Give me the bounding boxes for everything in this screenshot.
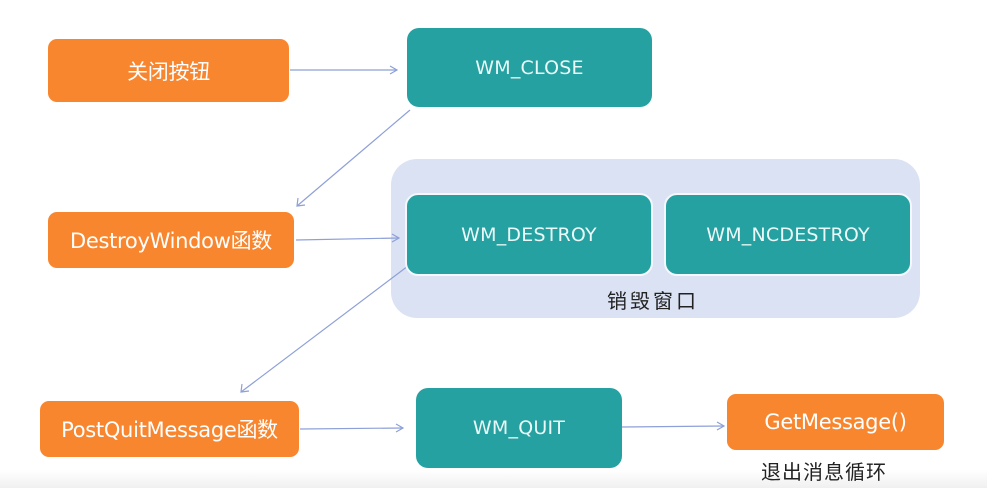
arrowhead [389, 65, 399, 75]
arrow-destroywindow-to-wm-destroy [295, 233, 401, 243]
arrow-wm-close-to-destroywindow [296, 109, 411, 207]
wm-ncdestroy-node: WM_NCDESTROY [664, 193, 912, 276]
arrow-line [240, 265, 409, 393]
close-button-node: 关闭按钮 [48, 39, 289, 102]
arrow-postquitmessage-to-wm-quit [299, 423, 405, 433]
arrow-wm-quit-to-getmessage [621, 421, 726, 431]
wm-quit-label: WM_QUIT [472, 417, 566, 439]
destroy-window-group-label: 销毁窗口 [607, 289, 699, 313]
wm-ncdestroy-label: WM_NCDESTROY [706, 223, 870, 246]
destroy-window-node: DestroyWindow函数 [48, 212, 294, 268]
wm-destroy-label: WM_DESTROY [461, 223, 597, 246]
arrow-line [295, 237, 400, 241]
arrowhead [716, 421, 726, 431]
arrow-line [296, 109, 411, 207]
post-quit-message-node: PostQuitMessage函数 [40, 401, 299, 457]
get-message-label: GetMessage() [764, 410, 907, 434]
wm-destroy-node: WM_DESTROY [405, 193, 653, 276]
arrowhead [296, 197, 306, 207]
post-quit-message-label: PostQuitMessage函数 [61, 418, 278, 442]
wm-quit-node: WM_QUIT [416, 388, 622, 468]
arrowhead [240, 383, 250, 393]
bottom-fade [0, 470, 987, 488]
arrow-line [299, 427, 404, 430]
arrow-wm-destroy-to-postquitmessage [240, 265, 409, 393]
destroy-window-label: DestroyWindow函数 [69, 229, 272, 253]
wm-close-node: WM_CLOSE [407, 28, 652, 107]
get-message-node: GetMessage() [727, 394, 944, 450]
exit-message-loop-caption: 退出消息循环 [761, 460, 887, 484]
arrow-close-button-to-wm-close [290, 65, 399, 75]
wm-close-label: WM_CLOSE [475, 56, 584, 79]
close-button-label: 关闭按钮 [127, 59, 210, 84]
arrow-line [621, 425, 725, 428]
arrowhead [391, 233, 401, 243]
arrowhead [395, 423, 405, 433]
